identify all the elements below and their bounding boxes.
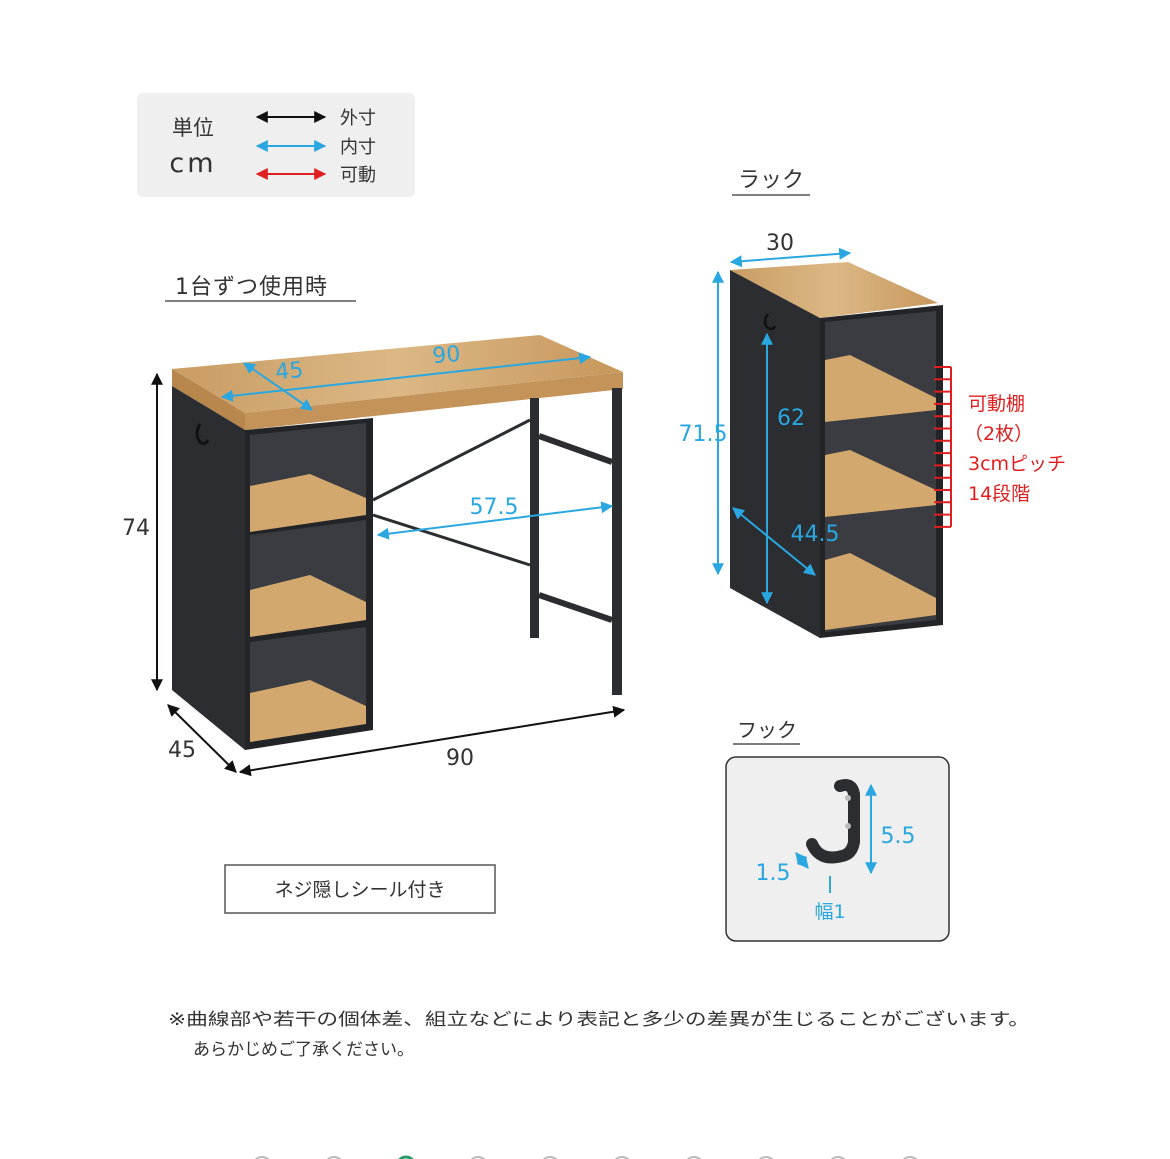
desk-top-width-arrow (220, 352, 592, 402)
legend-unit-value: cm (169, 148, 216, 179)
pager-dot[interactable] (757, 1156, 775, 1159)
pager-dot[interactable] (613, 1156, 631, 1159)
footnote-line-1: ※曲線部や若干の個体差、組立などにより表記と多少の差異が生じることがございます。 (168, 1009, 1030, 1030)
pager-dot[interactable] (469, 1156, 487, 1159)
pager-dot[interactable] (325, 1156, 343, 1159)
legend-movable-label: 可動 (340, 165, 376, 186)
rack-view-title: ラック (738, 168, 804, 193)
hook-depth-arrow (795, 852, 809, 869)
rack-shelf-note-line-2: （2枚） (964, 423, 1033, 445)
rack-height-inner-label: 62 (777, 406, 805, 431)
footnote-line-2: あらかじめご了承ください。 (193, 1040, 414, 1060)
legend-outer-label: 外寸 (340, 108, 376, 129)
rack-shelf-note-line-1: 可動棚 (968, 393, 1025, 415)
rack-depth-arrow (732, 507, 816, 576)
pager-dot[interactable] (397, 1155, 415, 1159)
hook-view-title: フック (737, 718, 797, 742)
rack-shelf-note-line-4: 14段階 (968, 483, 1030, 505)
pager-dot[interactable] (541, 1156, 559, 1159)
desk-leg-span-label: 57.5 (470, 495, 519, 520)
pager-dot[interactable] (829, 1156, 847, 1159)
rack-depth-label: 44.5 (791, 522, 840, 547)
desk-depth-arrow (167, 704, 237, 773)
desk-illustration (172, 335, 623, 750)
desk-top-width-label: 90 (431, 342, 461, 369)
hook-height-label: 5.5 (881, 824, 916, 849)
hook-icon (806, 779, 860, 864)
rack-width-arrow (729, 247, 852, 268)
legend-unit-title: 単位 (172, 116, 214, 140)
screw-seal-note-text: ネジ隠しシール付き (274, 879, 445, 901)
desk-width-arrow (238, 705, 626, 777)
desk-view-title: 1台ずつ使用時 (175, 275, 328, 300)
desk-leg-span-arrow (376, 501, 614, 540)
rack-height-outer-label: 71.5 (679, 422, 728, 447)
pager-dot[interactable] (253, 1156, 271, 1159)
rack-illustration (730, 262, 943, 638)
pager-dot[interactable] (901, 1156, 919, 1159)
legend-box: 単位 cm 外寸 内寸 可動 (137, 93, 415, 197)
rack-shelf-pitch-ticks (934, 366, 952, 528)
desk-top-depth-label: 45 (274, 358, 304, 385)
desk-width-label: 90 (446, 746, 474, 771)
screw-seal-note: ネジ隠しシール付き (224, 864, 496, 914)
desk-height-label: 74 (122, 516, 150, 541)
pager-dots[interactable] (253, 1155, 919, 1159)
hook-width-label: 幅1 (814, 901, 845, 923)
rack-width-label: 30 (766, 231, 794, 256)
hook-depth-label: 1.5 (756, 861, 791, 886)
legend-inner-label: 内寸 (340, 137, 376, 158)
desk-depth-label: 45 (168, 738, 196, 763)
hook-panel: 5.5 1.5 幅1 (725, 756, 950, 942)
pager-dot[interactable] (685, 1156, 703, 1159)
rack-shelf-note-line-3: 3cmピッチ (968, 453, 1066, 475)
